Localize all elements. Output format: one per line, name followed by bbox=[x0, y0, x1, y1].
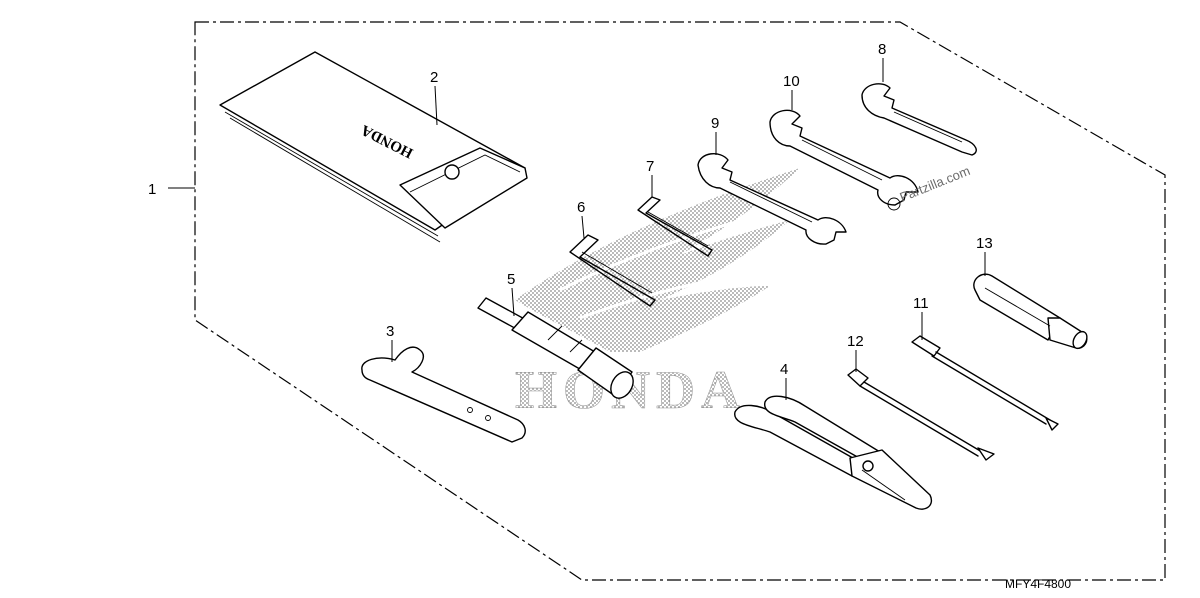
callout-6: 6 bbox=[577, 199, 585, 216]
callout-4: 4 bbox=[780, 361, 788, 378]
screwdriver-handle bbox=[973, 273, 1088, 350]
spark-plug-wrench bbox=[477, 297, 634, 399]
pliers bbox=[734, 395, 933, 510]
callout-10: 10 bbox=[783, 73, 800, 90]
callout-2: 2 bbox=[430, 69, 438, 86]
callout-5: 5 bbox=[507, 271, 515, 288]
tool-pouch: HONDA bbox=[219, 51, 528, 243]
open-end-wrench-9 bbox=[697, 153, 847, 245]
screwdriver-bit-phillips bbox=[911, 335, 1059, 431]
leader-2 bbox=[434, 85, 438, 126]
hook-spanner bbox=[361, 346, 526, 443]
callout-7: 7 bbox=[646, 158, 654, 175]
screwdriver-bit-flat bbox=[847, 368, 995, 461]
open-end-wrench-10 bbox=[769, 109, 919, 211]
callout-12: 12 bbox=[847, 333, 864, 350]
callout-3: 3 bbox=[386, 323, 394, 340]
kit-boundary-frame bbox=[194, 21, 1166, 581]
leader-5 bbox=[511, 287, 515, 317]
leader-6 bbox=[581, 215, 585, 239]
callout-11: 11 bbox=[913, 295, 929, 312]
small-wrench bbox=[861, 83, 977, 156]
callout-8: 8 bbox=[878, 41, 886, 58]
callout-13: 13 bbox=[976, 235, 993, 252]
callout-9: 9 bbox=[711, 115, 719, 132]
hex-key-large bbox=[569, 234, 656, 307]
callout-1: 1 bbox=[148, 181, 156, 198]
diagram-part-code: MFY4F4800 bbox=[1005, 577, 1071, 591]
